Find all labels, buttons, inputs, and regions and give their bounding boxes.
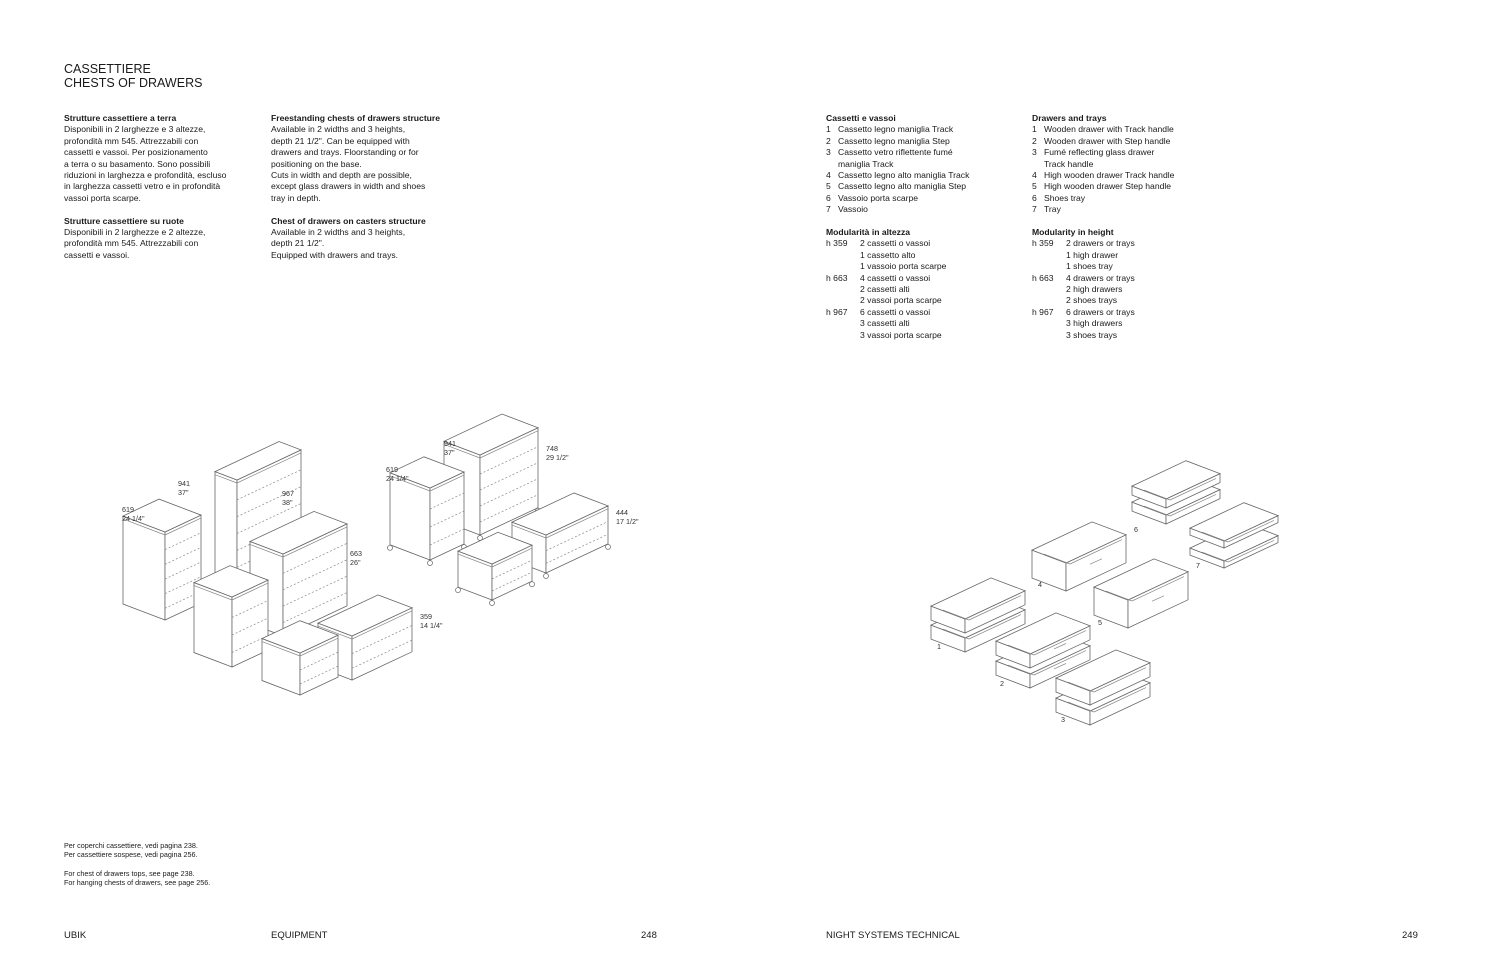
notes-english: For chest of drawers tops, see page 238.… [64, 869, 211, 888]
cabinet-619x359-top [260, 620, 340, 654]
section-body: Available in 2 widths and 3 heights,dept… [271, 227, 406, 260]
title-italian: CASSETTIERE [64, 62, 151, 76]
drawer-3-top-top [1054, 649, 1152, 692]
caster-wheel-icon [605, 544, 611, 550]
caster-wheel-icon [489, 600, 495, 606]
caster-wheel-icon [427, 560, 433, 566]
cabinet-619x663-top [192, 565, 270, 598]
drawer-2-top-top [994, 612, 1092, 655]
list-heading: Drawers and trays [1032, 113, 1107, 123]
caster-cabinet-941x748-top [442, 413, 540, 456]
caster-wheel-icon [387, 544, 393, 551]
section-heading: Freestanding chests of drawers structure [271, 113, 441, 123]
caster-cabinet-619x444-top [456, 531, 534, 565]
drawer-label-7: 7 [1196, 561, 1200, 570]
section-body: Disponibili in 2 larghezze e 2 altezze,p… [64, 227, 206, 260]
page-title: CASSETTIERE CHESTS OF DRAWERS [64, 62, 202, 90]
tray-7-top-top [1188, 502, 1280, 542]
notes-italian: Per coperchi cassettiere, vedi pagina 23… [64, 841, 198, 860]
cabinet-619x967-top [121, 498, 203, 533]
drawer-label-3: 3 [1061, 715, 1065, 724]
section-body: Available in 2 widths and 3 heights,dept… [271, 124, 426, 203]
english-structure-text: Freestanding chests of drawers structure… [271, 113, 471, 273]
section-body: Disponibili in 2 larghezze e 3 altezze,p… [64, 124, 227, 203]
section-heading: Strutture cassettiere su ruote [64, 215, 184, 226]
drawer-label-1: 1 [937, 642, 941, 651]
caster-wheel-icon [543, 573, 549, 579]
page-number-left: 248 [641, 930, 657, 941]
section-heading: Chest of drawers on casters structure [271, 215, 426, 226]
modularity-heading: Modularity in height [1032, 227, 1114, 238]
caster-wheel-icon [455, 587, 461, 593]
tray-6-top-top [1130, 460, 1222, 500]
drawer-label-2: 2 [1000, 679, 1004, 688]
drawer-5-high-top [1092, 558, 1190, 601]
footer-section-right: NIGHT SYSTEMS TECHNICAL [826, 930, 960, 941]
footer-brand: UBIK [64, 930, 87, 941]
footer-section: EQUIPMENT [271, 930, 328, 941]
cabinet-619x967-side [122, 515, 166, 621]
page-number-right: 249 [1402, 930, 1418, 941]
drawer-1-top-top [929, 577, 1027, 620]
section-heading: Strutture cassettiere a terra [64, 113, 177, 123]
cabinet-941x967-top [213, 441, 303, 481]
drawer-label-6: 6 [1134, 525, 1138, 534]
drawer-4-high-top [1030, 521, 1128, 564]
caster-wheel-icon [529, 581, 535, 588]
title-english: CHESTS OF DRAWERS [64, 76, 203, 90]
modularity-heading: Modularità in altezza [826, 227, 911, 238]
list-heading: Cassetti e vassoi [826, 113, 896, 123]
drawer-label-4: 4 [1038, 580, 1042, 589]
caster-cabinet-619x748-top [388, 456, 466, 489]
drawer-label-5: 5 [1098, 618, 1102, 627]
caster-cabinet-941x444-top [510, 492, 610, 536]
cabinet-941x359-top [316, 594, 414, 637]
cabinet-941x663-top [248, 510, 349, 555]
